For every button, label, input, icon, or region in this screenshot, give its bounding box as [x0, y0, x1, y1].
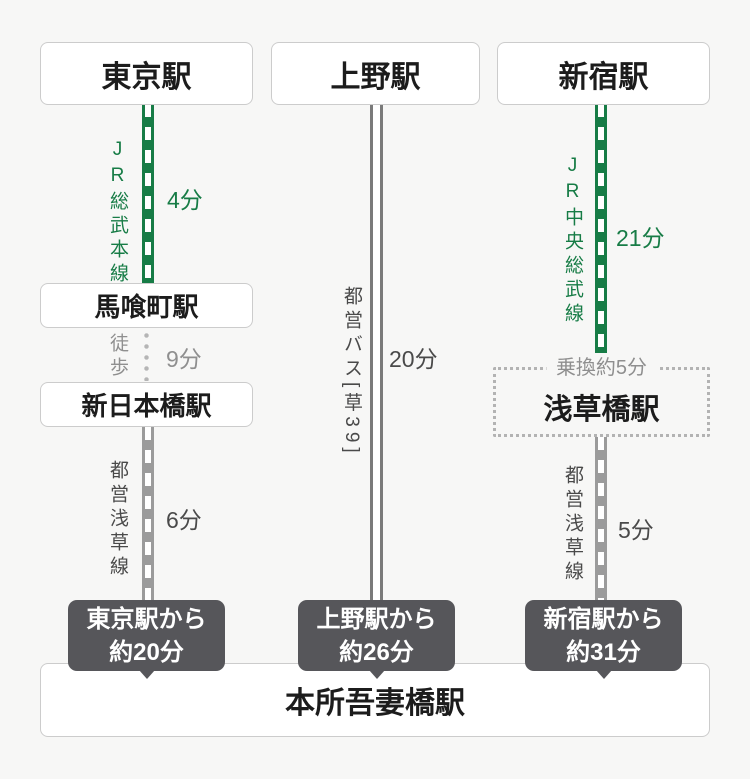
- total-time-badge-ueno: 上野駅から 約26分: [298, 600, 455, 671]
- line-name-toei-bus: 都営バス[草39]: [341, 286, 362, 458]
- rail-line-jr-chuo-sobu: [595, 104, 607, 353]
- badge-line2: 約26分: [339, 638, 414, 666]
- badge-line2: 約20分: [109, 638, 184, 666]
- rail-line-jr-sobu: [142, 104, 154, 284]
- line-name-toei-asakusa-1: 都営浅草線: [107, 460, 128, 580]
- station-bakurocho: 馬喰町駅: [40, 283, 253, 328]
- duration-toei-asakusa-2: 5分: [618, 517, 654, 543]
- line-name-toei-asakusa-2: 都営浅草線: [562, 465, 583, 585]
- rail-line-toei-asakusa-2: [595, 437, 607, 601]
- walk-duration: 9分: [166, 346, 202, 372]
- origin-station-tokyo: 東京駅: [40, 42, 253, 105]
- duration-toei-asakusa-1: 6分: [166, 507, 202, 533]
- badge-line1: 上野駅から: [316, 605, 437, 633]
- duration-toei-bus: 20分: [389, 346, 438, 372]
- badge-line1: 東京駅から: [86, 605, 207, 633]
- badge-line2: 約31分: [566, 638, 641, 666]
- line-name-jr-chuo-sobu: JR中央総武線: [562, 155, 583, 327]
- badge-line1: 新宿駅から: [543, 605, 664, 633]
- transfer-time-label: 乗換約5分: [545, 354, 658, 382]
- duration-jr-chuo-sobu: 21分: [616, 225, 665, 251]
- origin-station-ueno: 上野駅: [271, 42, 480, 105]
- rail-line-toei-asakusa-1: [142, 427, 154, 601]
- total-time-badge-tokyo: 東京駅から 約20分: [68, 600, 225, 671]
- transfer-station-asakusabashi: 乗換約5分 浅草橋駅: [493, 354, 710, 437]
- bus-line-toei-kusa39: [370, 104, 383, 601]
- origin-station-shinjuku: 新宿駅: [497, 42, 710, 105]
- transfer-station-name: 浅草橋駅: [543, 394, 660, 426]
- walk-label: 徒歩: [107, 333, 128, 381]
- walk-dotted-line: [144, 330, 149, 381]
- total-time-badge-shinjuku: 新宿駅から 約31分: [525, 600, 682, 671]
- line-name-jr-sobu: JR総武本線: [107, 139, 128, 287]
- station-shin-nihombashi: 新日本橋駅: [40, 382, 253, 427]
- duration-jr-sobu: 4分: [167, 187, 203, 213]
